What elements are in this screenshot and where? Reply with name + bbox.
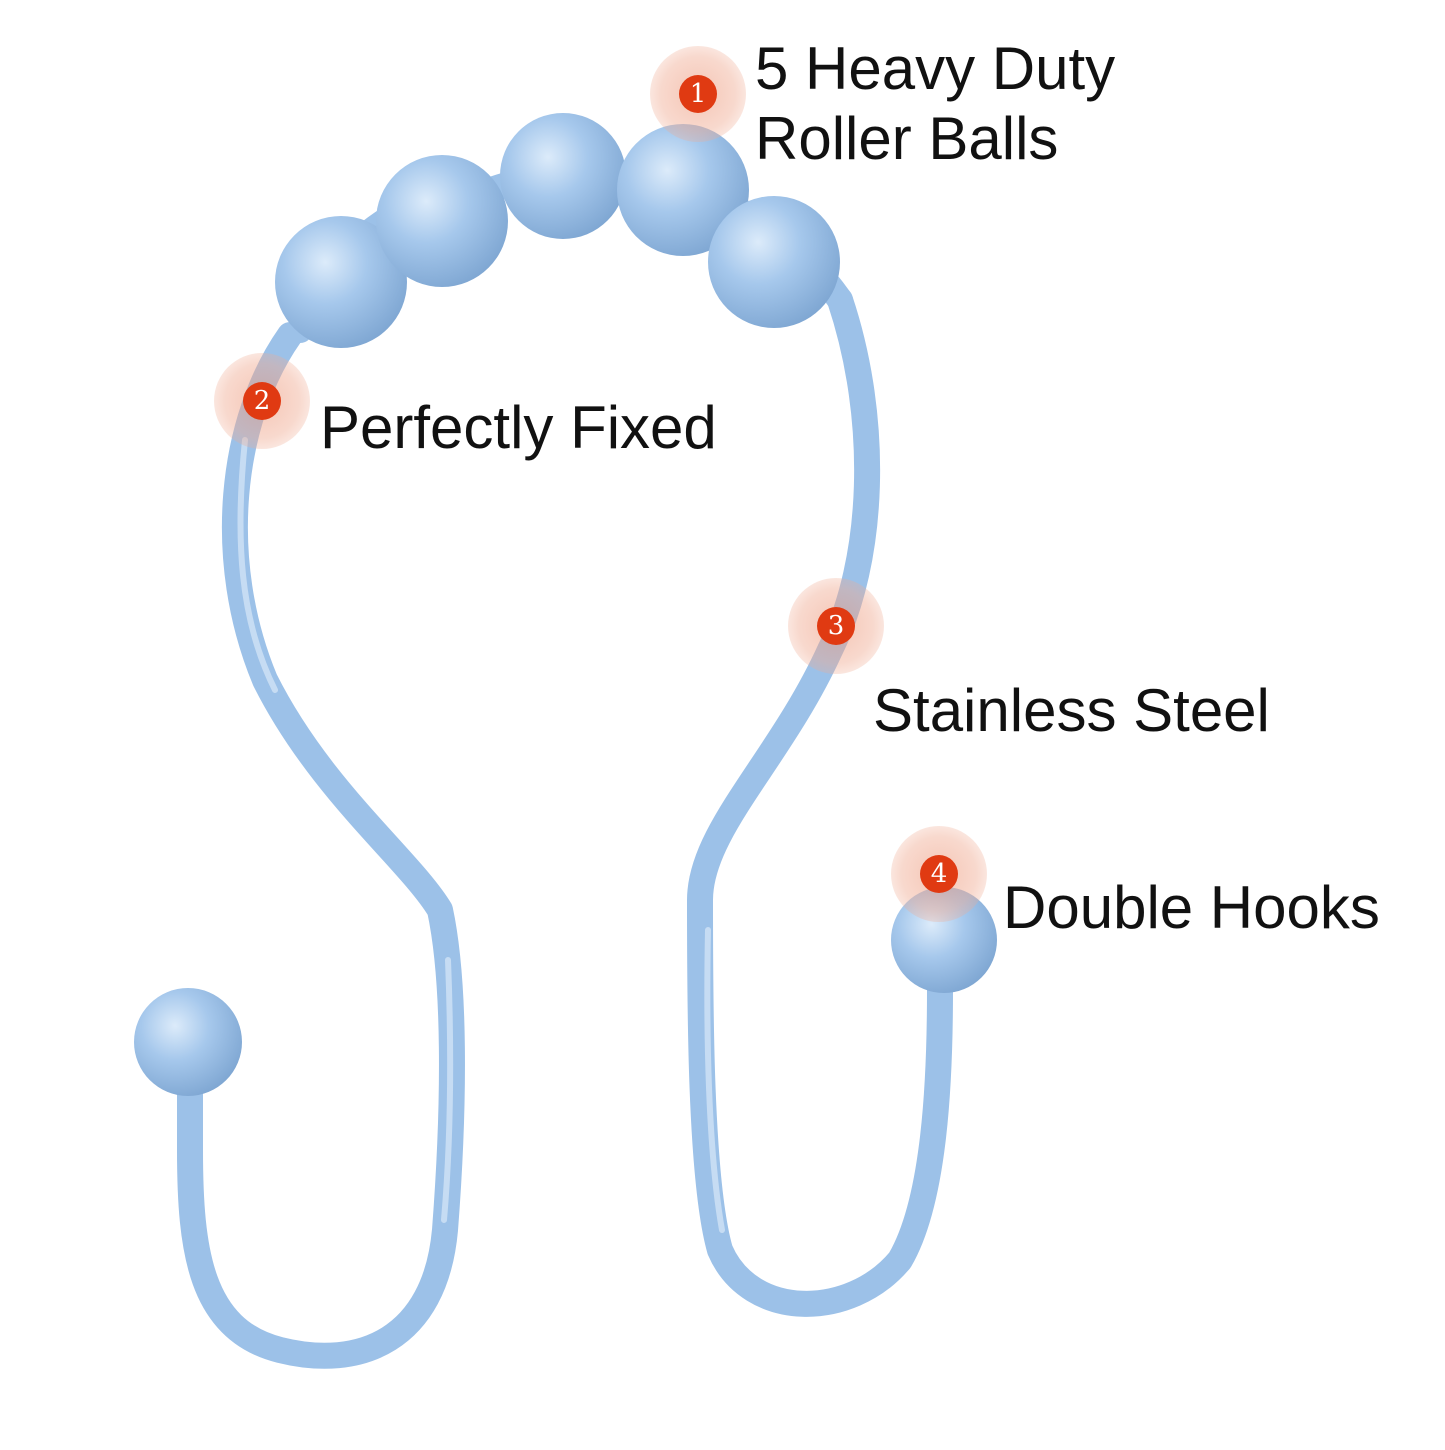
callout-number-2: 2 <box>243 382 281 420</box>
roller-balls <box>275 113 840 348</box>
roller-ball <box>617 124 749 256</box>
roller-ball <box>500 113 626 239</box>
hook-wire <box>177 163 953 1369</box>
callout-marker-3: 3 <box>788 578 884 674</box>
callout-label-2: Perfectly Fixed <box>320 394 717 461</box>
callout-label-1-line-1: 5 Heavy Duty <box>755 35 1116 102</box>
roller-ball <box>275 216 407 348</box>
callout-number-4: 4 <box>920 855 958 893</box>
hook-wire-highlight <box>237 437 725 1233</box>
callout-marker-1: 1 <box>650 46 746 142</box>
roller-ball <box>376 155 508 287</box>
callout-label-3: Stainless Steel <box>873 677 1270 744</box>
callout-number-1: 1 <box>679 75 717 113</box>
callout-label-1-line-2: Roller Balls <box>755 105 1059 172</box>
roller-ball <box>708 196 840 328</box>
callout-marker-4: 4 <box>891 826 987 922</box>
left-end-ball <box>134 988 242 1096</box>
callout-number-3: 3 <box>817 607 855 645</box>
callout-marker-2: 2 <box>214 353 310 449</box>
callout-label-4: Double Hooks <box>1003 874 1380 941</box>
